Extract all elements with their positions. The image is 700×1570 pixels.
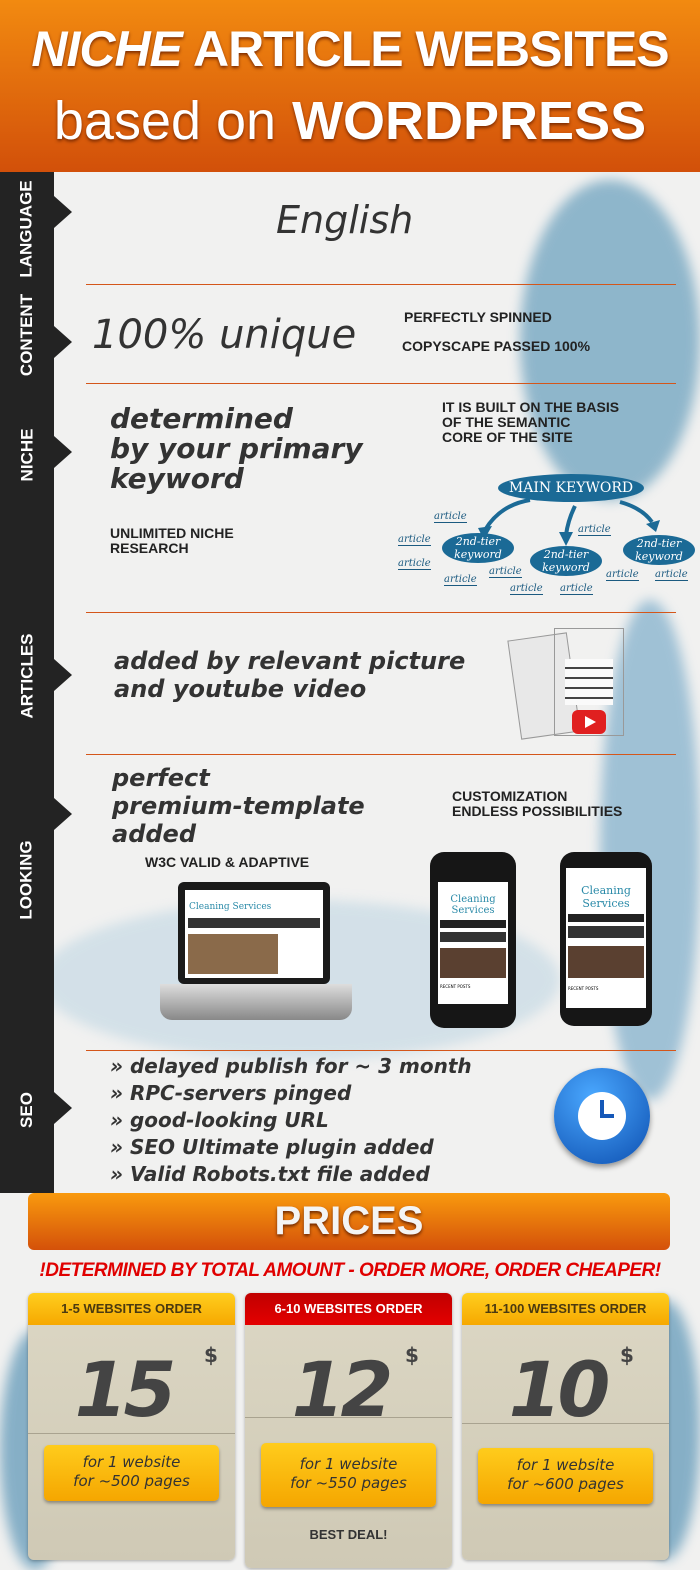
plan-price: 10: [508, 1345, 611, 1434]
article-node: article: [434, 511, 467, 523]
article-node: article: [578, 524, 611, 536]
label-niche: NICHE: [17, 428, 36, 482]
content-note: COPYSCAPE PASSED 100%: [402, 338, 591, 354]
w3c-note: W3C VALID & ADAPTIVE: [145, 854, 310, 870]
article-node: article: [510, 583, 543, 595]
arrow-marker: [54, 1092, 72, 1124]
subtitle: based on WORDPRESS: [0, 90, 700, 152]
label-seo: SEO: [17, 1092, 36, 1128]
language-value: English: [276, 198, 414, 242]
article-node: article: [398, 534, 431, 546]
sidebar: LANGUAGE CONTENT NICHE ARTICLES LOOKING …: [0, 172, 54, 1193]
article-node: article: [606, 569, 639, 581]
article-node: article: [489, 566, 522, 578]
laptop-base: [160, 984, 352, 1020]
price-card-11-100: 11-100 WEBSITES ORDER 10 $ for 1 website…: [462, 1293, 669, 1560]
label-content: CONTENT: [17, 293, 37, 377]
wordpress-brand: WORDPRESS: [292, 91, 647, 151]
plan-header: 6-10 WEBSITES ORDER: [245, 1293, 452, 1325]
seo-item: » RPC-servers pinged: [110, 1081, 352, 1105]
divider: [86, 383, 676, 384]
plan-header: 1-5 WEBSITES ORDER: [28, 1293, 235, 1325]
seo-item: » delayed publish for ~ 3 month: [110, 1054, 472, 1078]
main-keyword-node: MAIN KEYWORD: [498, 474, 644, 502]
divider: [86, 284, 676, 285]
label-language: LANGUAGE: [17, 179, 36, 278]
clock-icon: [554, 1068, 650, 1164]
currency-symbol: $: [405, 1343, 419, 1367]
title-rest: ARTICLE WEBSITES: [192, 21, 670, 77]
paint-splash: [520, 180, 700, 500]
prices-title: PRICES: [28, 1193, 670, 1250]
seo-item: » SEO Ultimate plugin added: [110, 1135, 434, 1159]
laptop-mockup: Cleaning Services: [178, 882, 330, 984]
article-node: article: [560, 583, 593, 595]
plan-price: 12: [291, 1345, 394, 1434]
arrow-marker: [54, 659, 72, 691]
prices-subtitle: !DETERMINED BY TOTAL AMOUNT - ORDER MORE…: [39, 1260, 661, 1281]
arrow-marker: [54, 196, 72, 228]
currency-symbol: $: [620, 1343, 634, 1367]
article-node: article: [444, 574, 477, 586]
content-value: 100% unique: [92, 312, 357, 358]
main-title: NICHE ARTICLE WEBSITES: [0, 20, 700, 78]
article-node: article: [655, 569, 688, 581]
seo-item: » good-looking URL: [110, 1108, 329, 1132]
title-niche: NICHE: [31, 21, 183, 77]
subtitle-prefix: based on: [53, 91, 277, 151]
seo-list: » delayed publish for ~ 3 month » RPC-se…: [110, 1053, 472, 1188]
arrow-marker: [54, 798, 72, 830]
plan-header: 11-100 WEBSITES ORDER: [462, 1293, 669, 1325]
divider: [86, 1050, 676, 1051]
arrow-marker: [54, 326, 72, 358]
label-looking: LOOKING: [17, 840, 36, 920]
article-node: article: [398, 558, 431, 570]
divider: [86, 612, 676, 613]
best-deal-badge: BEST DEAL!: [309, 1527, 388, 1542]
documents-video-icon: [507, 628, 629, 746]
plan-price: 15: [74, 1345, 177, 1434]
divider: [86, 754, 676, 755]
label-articles: ARTICLES: [17, 633, 36, 719]
niche-note: UNLIMITED NICHE RESEARCH: [110, 525, 234, 556]
arrow-marker: [54, 436, 72, 468]
currency-symbol: $: [204, 1343, 218, 1367]
header-banner: NICHE ARTICLE WEBSITES based on WORDPRES…: [0, 0, 700, 172]
seo-item: » Valid Robots.txt file added: [110, 1162, 430, 1186]
content-note: PERFECTLY SPINNED: [404, 309, 552, 325]
